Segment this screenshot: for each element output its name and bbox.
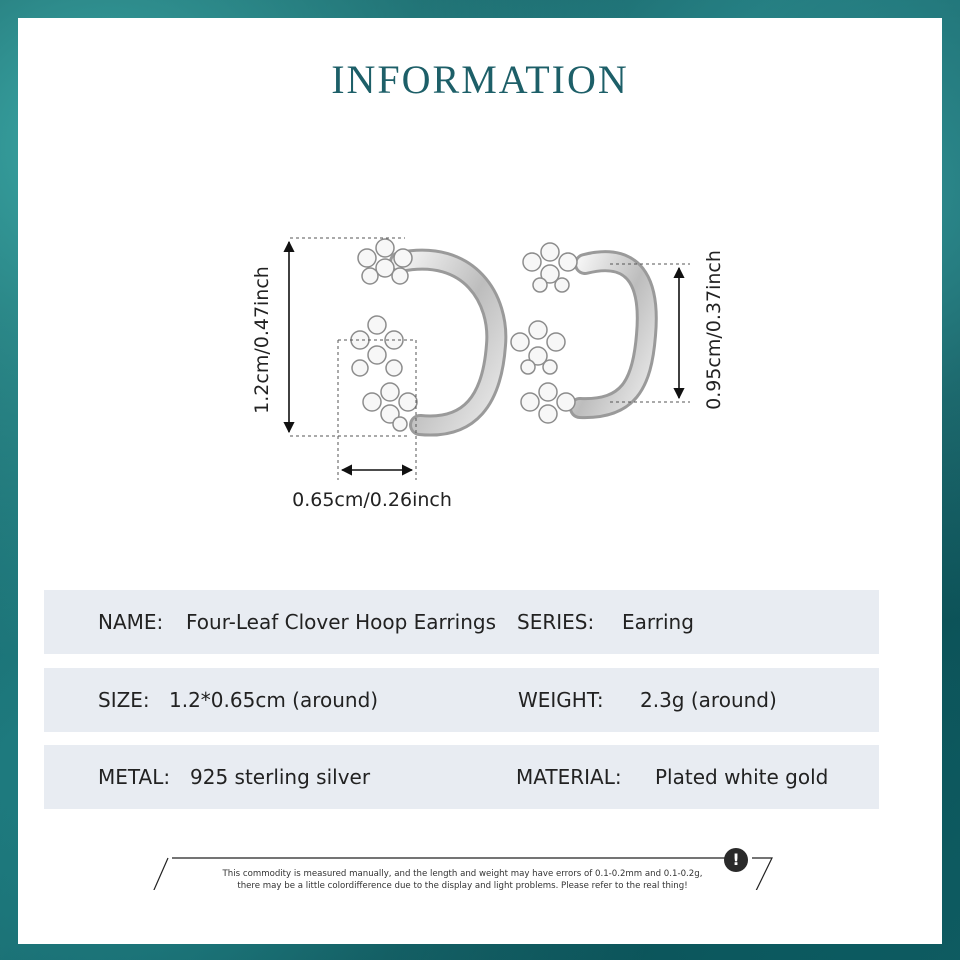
series-value: Earring <box>622 610 694 634</box>
material-value: Plated white gold <box>655 765 829 789</box>
metal-label: METAL: <box>98 765 171 789</box>
weight-label: WEIGHT: <box>518 688 604 712</box>
metal-value: 925 sterling silver <box>190 765 371 789</box>
exclamation-icon: ! <box>724 848 748 872</box>
inner-height-label: 0.95cm/0.37inch <box>703 250 725 410</box>
spec-row-name: NAME: Four-Leaf Clover Hoop Earrings SER… <box>44 590 879 654</box>
series-label: SERIES: <box>517 610 595 634</box>
disclaimer-line-1: This commodity is measured manually, and… <box>222 869 703 879</box>
size-label: SIZE: <box>98 688 150 712</box>
spec-row-size: SIZE: 1.2*0.65cm (around) WEIGHT: 2.3g (… <box>44 668 879 732</box>
material-label: MATERIAL: <box>516 765 622 789</box>
disclaimer: This commodity is measured manually, and… <box>150 830 775 891</box>
name-label: NAME: <box>98 610 164 634</box>
right-earring-image <box>510 242 658 424</box>
width-label: 0.65cm/0.26inch <box>292 489 452 511</box>
disclaimer-line-2: there may be a little colordifference du… <box>237 881 688 891</box>
disclaimer-frame <box>153 857 773 890</box>
spec-row-metal: METAL: 925 sterling silver MATERIAL: Pla… <box>44 745 879 809</box>
height-label: 1.2cm/0.47inch <box>251 266 273 414</box>
size-value: 1.2*0.65cm (around) <box>169 688 379 712</box>
weight-value: 2.3g (around) <box>640 688 777 712</box>
page-title: INFORMATION <box>331 57 629 102</box>
left-earring-image <box>350 238 508 437</box>
name-value: Four-Leaf Clover Hoop Earrings <box>186 610 496 634</box>
